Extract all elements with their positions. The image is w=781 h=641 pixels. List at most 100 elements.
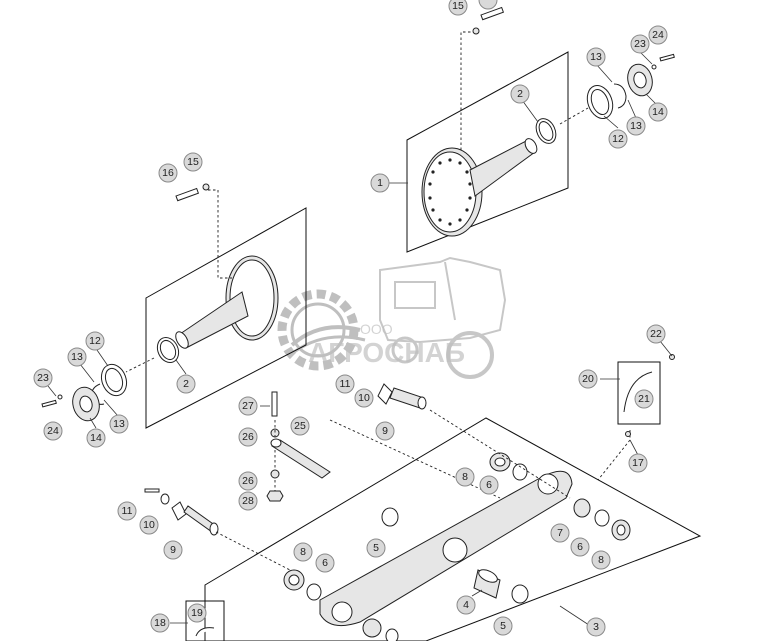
svg-text:7: 7 (557, 527, 563, 539)
svg-text:6: 6 (577, 541, 583, 553)
svg-text:24: 24 (652, 29, 664, 41)
washer-26-lower (270, 469, 280, 479)
callout-9-upper: 9 (375, 421, 395, 441)
callout-5-upper: 5 (366, 538, 386, 558)
callout-16-top (478, 0, 498, 10)
callout-17: 17 (628, 453, 648, 473)
svg-text:12: 12 (89, 335, 101, 347)
callout-23-left: 23 (33, 368, 53, 388)
svg-text:2: 2 (183, 378, 189, 390)
svg-text:5: 5 (500, 620, 506, 632)
pin-25 (271, 439, 331, 479)
nut-28 (266, 490, 284, 502)
svg-text:19: 19 (191, 607, 203, 619)
arm-bushing-right (537, 473, 559, 495)
svg-text:15: 15 (452, 0, 464, 12)
svg-text:12: 12 (612, 133, 624, 145)
callout-16-left: 16 (158, 163, 178, 183)
svg-text:11: 11 (340, 378, 351, 390)
svg-text:23: 23 (37, 372, 49, 384)
callout-3: 3 (586, 617, 606, 637)
svg-text:20: 20 (582, 373, 594, 385)
svg-text:10: 10 (143, 519, 155, 531)
washer (651, 64, 657, 70)
svg-text:5: 5 (373, 542, 379, 554)
callout-13-top-a: 13 (586, 47, 606, 67)
svg-text:23: 23 (634, 38, 646, 50)
bolt (659, 53, 675, 62)
callout-24-left: 24 (43, 421, 63, 441)
pin-left (175, 187, 200, 202)
flange-bolt-holes (428, 158, 472, 226)
spindle-shaft-end (524, 138, 538, 154)
pin-9-upper-group (377, 383, 427, 410)
callout-5-lower: 5 (493, 616, 513, 636)
svg-text:16: 16 (162, 167, 174, 179)
spindle-shaft-left (179, 291, 249, 349)
svg-text:6: 6 (486, 479, 492, 491)
callout-11-upper: 11 (335, 374, 355, 394)
callout-22: 22 (646, 324, 666, 344)
callout-15-top: 15 (448, 0, 468, 16)
callout-14-top: 14 (648, 102, 668, 122)
callout-1: 1 (370, 173, 390, 193)
bushing-7 (573, 498, 591, 518)
callout-11-lower: 11 (117, 501, 137, 521)
bolt-27 (271, 391, 278, 417)
callout-labels: 15 1 2 13 12 13 14 23 24 16 15 2 12 13 1… (33, 0, 668, 637)
svg-text:21: 21 (638, 393, 650, 405)
svg-text:13: 13 (590, 51, 602, 63)
callout-21: 21 (634, 389, 654, 409)
flange-face (423, 151, 477, 233)
svg-text:8: 8 (598, 554, 604, 566)
svg-text:11: 11 (122, 505, 133, 517)
detail-box-18-group (185, 600, 225, 641)
callout-8-right: 8 (591, 550, 611, 570)
svg-text:24: 24 (47, 425, 59, 437)
center-pin-group (266, 391, 331, 502)
svg-text:9: 9 (170, 544, 176, 556)
callout-10-upper: 10 (354, 388, 374, 408)
detail-box-18 (185, 600, 225, 641)
svg-text:6: 6 (322, 557, 328, 569)
svg-text:13: 13 (71, 351, 83, 363)
svg-text:14: 14 (652, 106, 664, 118)
nut-left (202, 183, 210, 191)
detail-box-20 (617, 361, 661, 425)
callout-13-top-b: 13 (626, 116, 646, 136)
pin (480, 6, 505, 21)
svg-text:2: 2 (517, 88, 523, 100)
arm-bushing-left (331, 601, 353, 623)
svg-text:3: 3 (593, 621, 599, 633)
svg-text:8: 8 (462, 471, 468, 483)
callout-4: 4 (456, 595, 476, 615)
callout-25: 25 (290, 416, 310, 436)
harvester-icon (379, 256, 507, 379)
callout-7: 7 (550, 523, 570, 543)
svg-text:8: 8 (300, 546, 306, 558)
upper-right-spindle-assembly (406, 6, 675, 253)
callout-6-upper: 6 (479, 475, 499, 495)
pin-9-lower-group (144, 488, 291, 571)
callout-28: 28 (238, 491, 258, 511)
svg-text:22: 22 (650, 328, 662, 340)
svg-text:28: 28 (242, 495, 254, 507)
svg-text:9: 9 (382, 425, 388, 437)
callout-15-left: 15 (183, 152, 203, 172)
callout-13-left-b: 13 (109, 414, 129, 434)
nut (472, 27, 480, 35)
callout-20: 20 (578, 369, 598, 389)
callout-18: 18 (150, 613, 170, 633)
svg-text:13: 13 (113, 418, 125, 430)
callout-14-left: 14 (86, 428, 106, 448)
ring-5-lower (511, 584, 529, 604)
callout-2-top: 2 (510, 84, 530, 104)
assembly-frame-left (145, 207, 307, 429)
svg-text:10: 10 (358, 392, 370, 404)
svg-text:4: 4 (463, 599, 469, 611)
leader-lines (47, 51, 673, 628)
arm-bushing-center (442, 537, 468, 563)
svg-text:17: 17 (632, 457, 644, 469)
callout-13-left-a: 13 (67, 347, 87, 367)
